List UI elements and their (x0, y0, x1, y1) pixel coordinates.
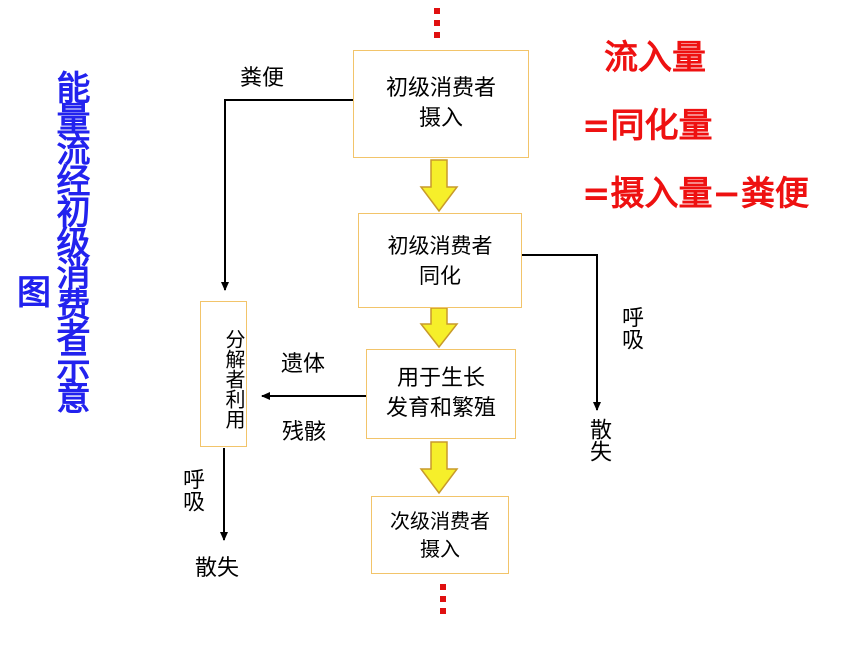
label-loss-right: 散失 (586, 418, 611, 462)
respiration-right-arrow (522, 254, 601, 411)
flow-arrow-3 (419, 441, 459, 495)
label-remains-1: 遗体 (281, 352, 326, 377)
box-growth-reproduction: 用于生长 发育和繁殖 (366, 349, 516, 439)
label-loss-left: 散失 (195, 556, 240, 581)
feces-arrow (221, 99, 355, 291)
equation-line-3: =摄入量−粪便 (582, 174, 809, 214)
box-secondary-ingest: 次级消费者 摄入 (371, 496, 509, 574)
top-ellipsis (434, 8, 442, 44)
label-feces: 粪便 (240, 66, 285, 91)
box-primary-ingest: 初级消费者 摄入 (353, 50, 529, 158)
bottom-ellipsis (440, 584, 448, 620)
label-remains-2: 残骸 (282, 420, 327, 445)
box-decomposer: 分解者利用 (200, 301, 247, 447)
label-respiration-right: 呼吸 (618, 306, 643, 350)
diagram-title-tail: 图 (17, 273, 51, 313)
box-primary-assimilate: 初级消费者 同化 (358, 213, 522, 308)
equation-line-2: =同化量 (582, 106, 713, 146)
flow-arrow-1 (419, 159, 459, 213)
diagram-title: 能量流经初级消费者示意 (50, 70, 90, 411)
label-respiration-left: 呼吸 (179, 468, 204, 512)
flow-arrow-2 (419, 307, 459, 349)
equation-line-1: 流入量 (604, 38, 706, 78)
